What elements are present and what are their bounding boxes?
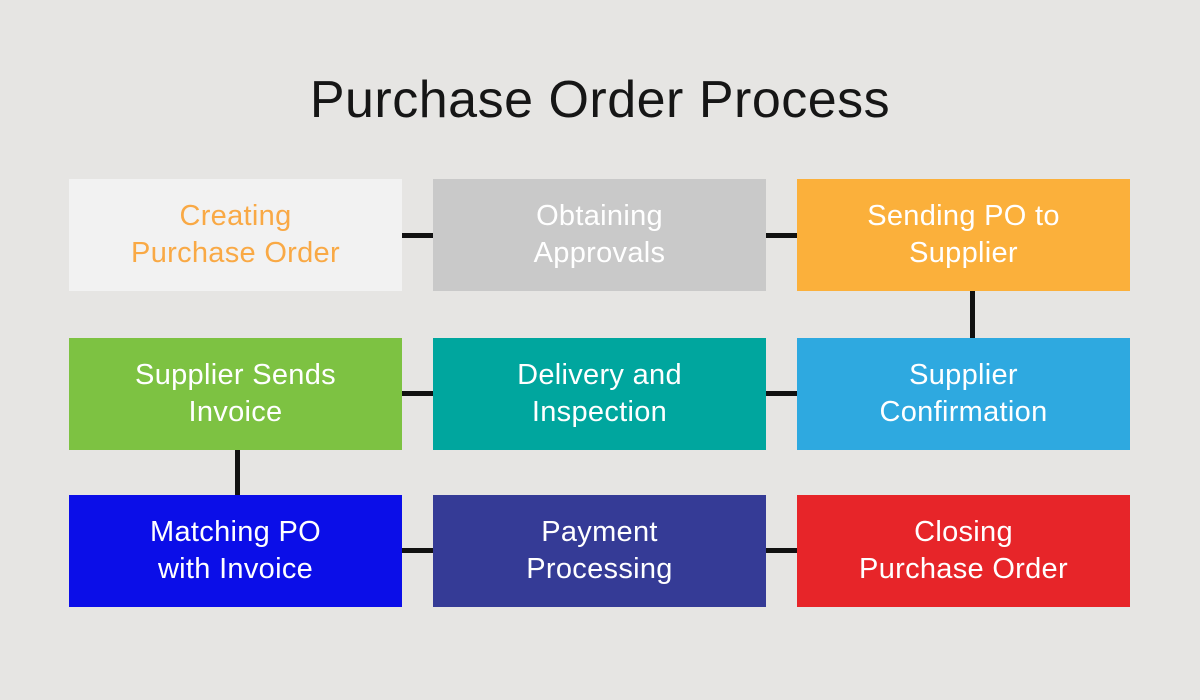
node-obtaining-approvals: Obtaining Approvals: [433, 179, 766, 291]
node-label-line: Inspection: [531, 396, 668, 428]
node-matching-po-with-invoice: Matching PO with Invoice: [69, 495, 402, 607]
node-label-line: Purchase Order: [131, 237, 340, 269]
node-label-line: Matching PO: [150, 516, 321, 548]
node-label-line: Confirmation: [879, 396, 1048, 428]
connector-invoice-to-matching: [235, 450, 240, 495]
node-label-line: Sending PO to: [867, 200, 1060, 232]
node-creating-purchase-order: Creating Purchase Order: [69, 179, 402, 291]
node-label-line: Invoice: [188, 396, 283, 428]
node-closing-purchase-order: Closing Purchase Order: [797, 495, 1130, 607]
node-label-line: Processing: [526, 553, 673, 585]
page-title: Purchase Order Process: [309, 71, 891, 129]
node-label-line: Delivery and: [517, 359, 682, 391]
node-label-line: with Invoice: [157, 553, 314, 585]
connector-sending-to-confirmation: [970, 291, 975, 338]
connector-invoice-to-delivery: [402, 391, 433, 396]
connector-obtaining-to-sending: [766, 233, 797, 238]
node-label-line: Payment: [541, 516, 658, 548]
connector-matching-to-payment: [402, 548, 433, 553]
node-payment-processing: Payment Processing: [433, 495, 766, 607]
connector-delivery-to-confirmation: [766, 391, 797, 396]
node-supplier-confirmation: Supplier Confirmation: [797, 338, 1130, 450]
node-label-line: Closing: [914, 516, 1013, 548]
node-label-line: Purchase Order: [859, 553, 1068, 585]
node-label-line: Creating: [179, 200, 292, 232]
node-label-line: Supplier: [909, 359, 1018, 391]
connector-creating-to-obtaining: [402, 233, 433, 238]
node-delivery-and-inspection: Delivery and Inspection: [433, 338, 766, 450]
node-sending-po-to-supplier: Sending PO to Supplier: [797, 179, 1130, 291]
node-supplier-sends-invoice: Supplier Sends Invoice: [69, 338, 402, 450]
connector-payment-to-closing: [766, 548, 797, 553]
node-label-line: Supplier Sends: [135, 359, 336, 391]
node-label-line: Approvals: [533, 237, 666, 269]
node-label-line: Supplier: [909, 237, 1018, 269]
node-label-line: Obtaining: [536, 200, 663, 232]
